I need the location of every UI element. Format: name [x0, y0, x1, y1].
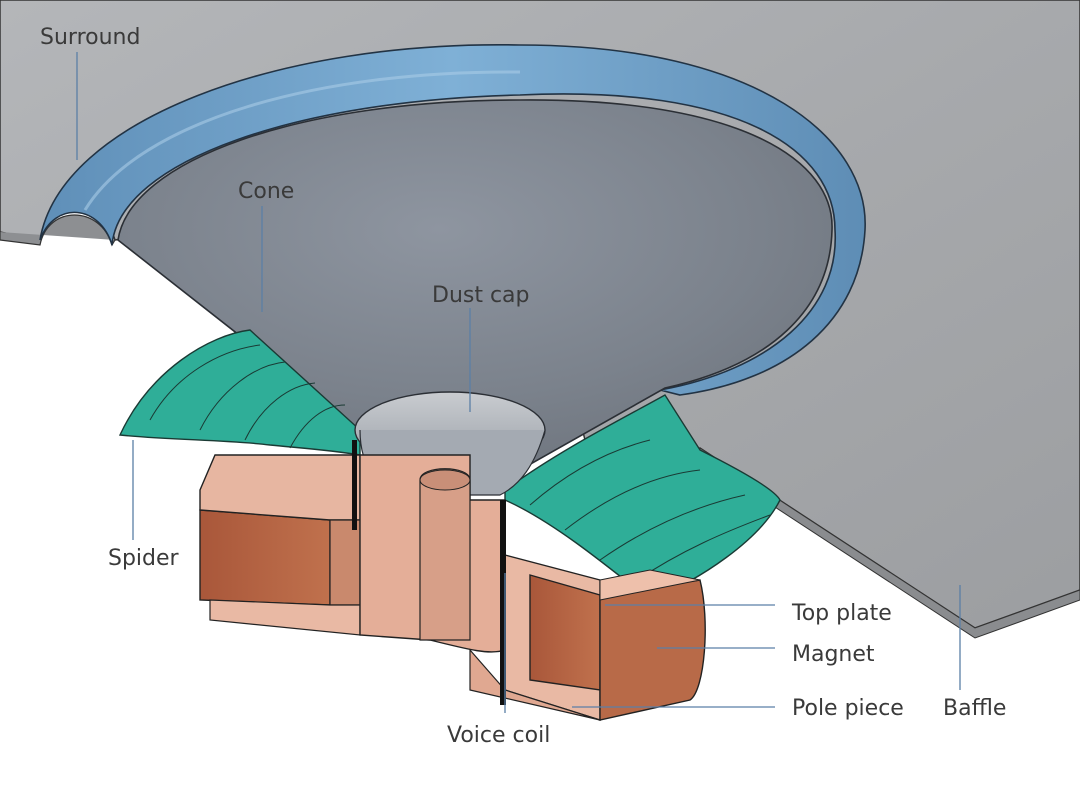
surround-shape — [39, 44, 866, 396]
label-spider: Spider — [108, 546, 180, 571]
spider-left-shape — [118, 329, 361, 456]
label-baffle: Baffle — [943, 696, 1006, 721]
motor-assembly — [199, 440, 706, 721]
label-dust-cap: Dust cap — [432, 283, 530, 308]
label-cone: Cone — [238, 179, 294, 204]
label-top-plate: Top plate — [791, 601, 892, 626]
label-pole-piece: Pole piece — [792, 696, 904, 721]
leader-lines — [76, 52, 961, 713]
label-voice-coil: Voice coil — [447, 723, 550, 748]
label-surround: Surround — [40, 25, 140, 50]
label-magnet: Magnet — [792, 642, 875, 667]
